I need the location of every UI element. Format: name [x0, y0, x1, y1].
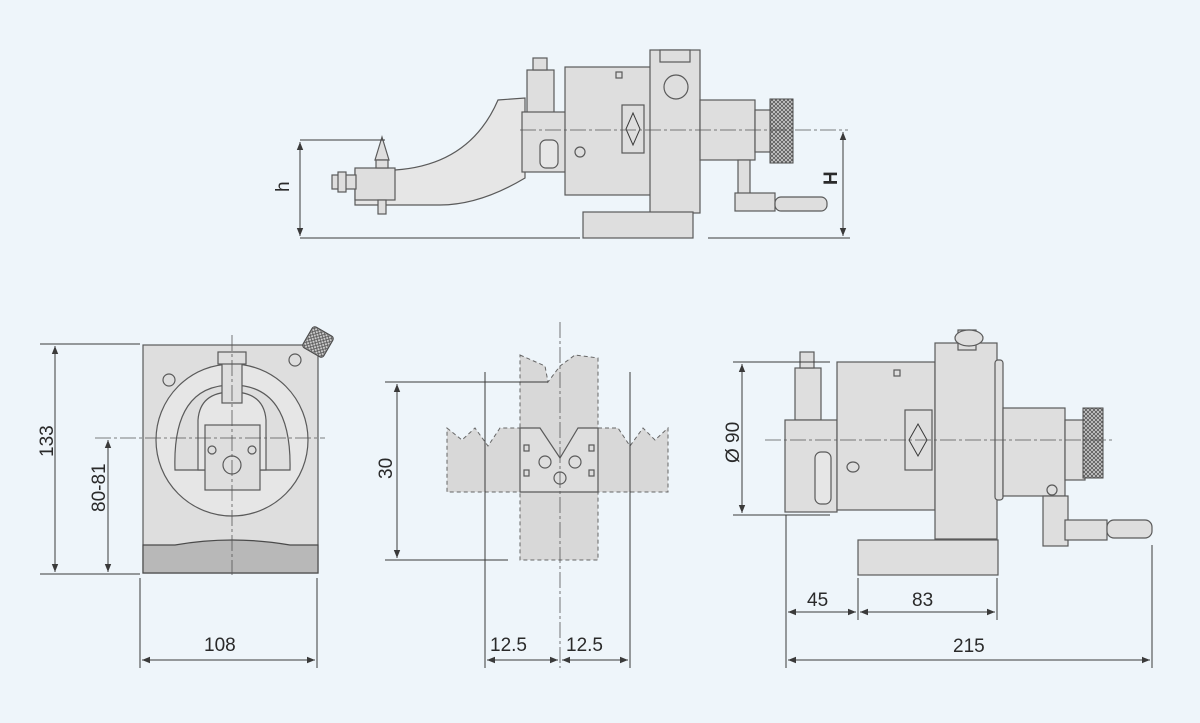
- dim-label-133: 133: [37, 425, 58, 457]
- dim-label-108: 108: [204, 635, 236, 656]
- dim-label-diameter-90: Ø 90: [723, 422, 744, 463]
- dim-label-H: H: [821, 171, 842, 185]
- top-view-drawing: [296, 49, 850, 239]
- side-view-drawing: [733, 329, 1153, 668]
- dim-label-30: 30: [376, 458, 397, 479]
- dim-label-12-5-left: 12.5: [490, 635, 527, 656]
- dim-label-80-81: 80-81: [89, 463, 110, 512]
- dim-label-83: 83: [912, 590, 933, 611]
- front-view-drawing: [40, 326, 334, 668]
- vee-detail-drawing: [385, 322, 669, 668]
- dim-label-12-5-right: 12.5: [566, 635, 603, 656]
- dim-label-45: 45: [807, 590, 828, 611]
- dim-label-215: 215: [953, 636, 985, 657]
- dim-label-h: h: [273, 181, 294, 192]
